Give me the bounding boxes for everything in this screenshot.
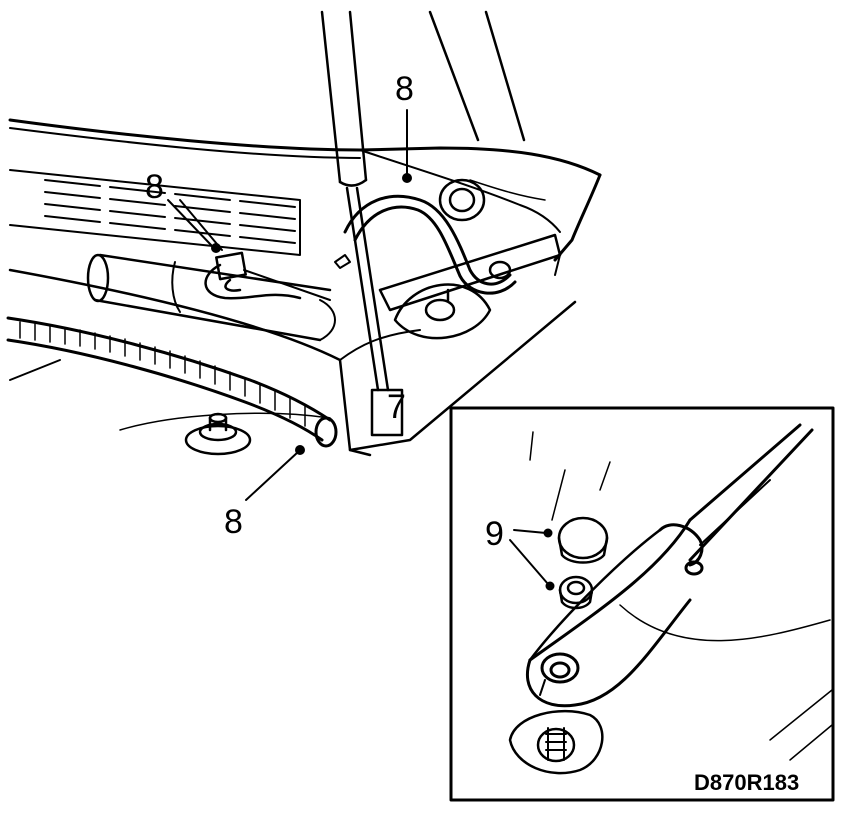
spindle-nut	[558, 575, 594, 610]
wiper-spindle	[508, 709, 604, 775]
seal-strip-ribs	[19, 321, 306, 427]
washer-hose-left	[204, 251, 331, 301]
callout-label-nut-and-cap: 9	[485, 515, 504, 553]
inset-background-lines	[529, 431, 833, 761]
spindle-cap	[557, 516, 609, 564]
washer-reservoir	[86, 253, 336, 342]
callout-dots	[211, 173, 412, 455]
hinge-pivot	[334, 178, 512, 340]
callout-leaders	[167, 109, 408, 501]
callout-label-hood-stay: 7	[387, 388, 406, 426]
figure-code: D870R183	[694, 770, 799, 795]
cowl-bolt	[184, 412, 252, 456]
callout-label-seal-strip: 8	[224, 503, 243, 541]
callout-label-washer-hose: 8	[145, 168, 164, 206]
wiper-arm	[525, 423, 814, 708]
body-panel	[8, 268, 577, 457]
inset-callout-leaders	[509, 529, 549, 585]
hood-hinge-hose	[343, 194, 562, 312]
cowl-vent-grille	[9, 169, 301, 256]
inset-callout-dots	[543, 528, 555, 591]
hood-stay	[320, 10, 404, 437]
inset-frame	[449, 406, 835, 802]
callout-label-hood-hose: 8	[395, 70, 414, 108]
